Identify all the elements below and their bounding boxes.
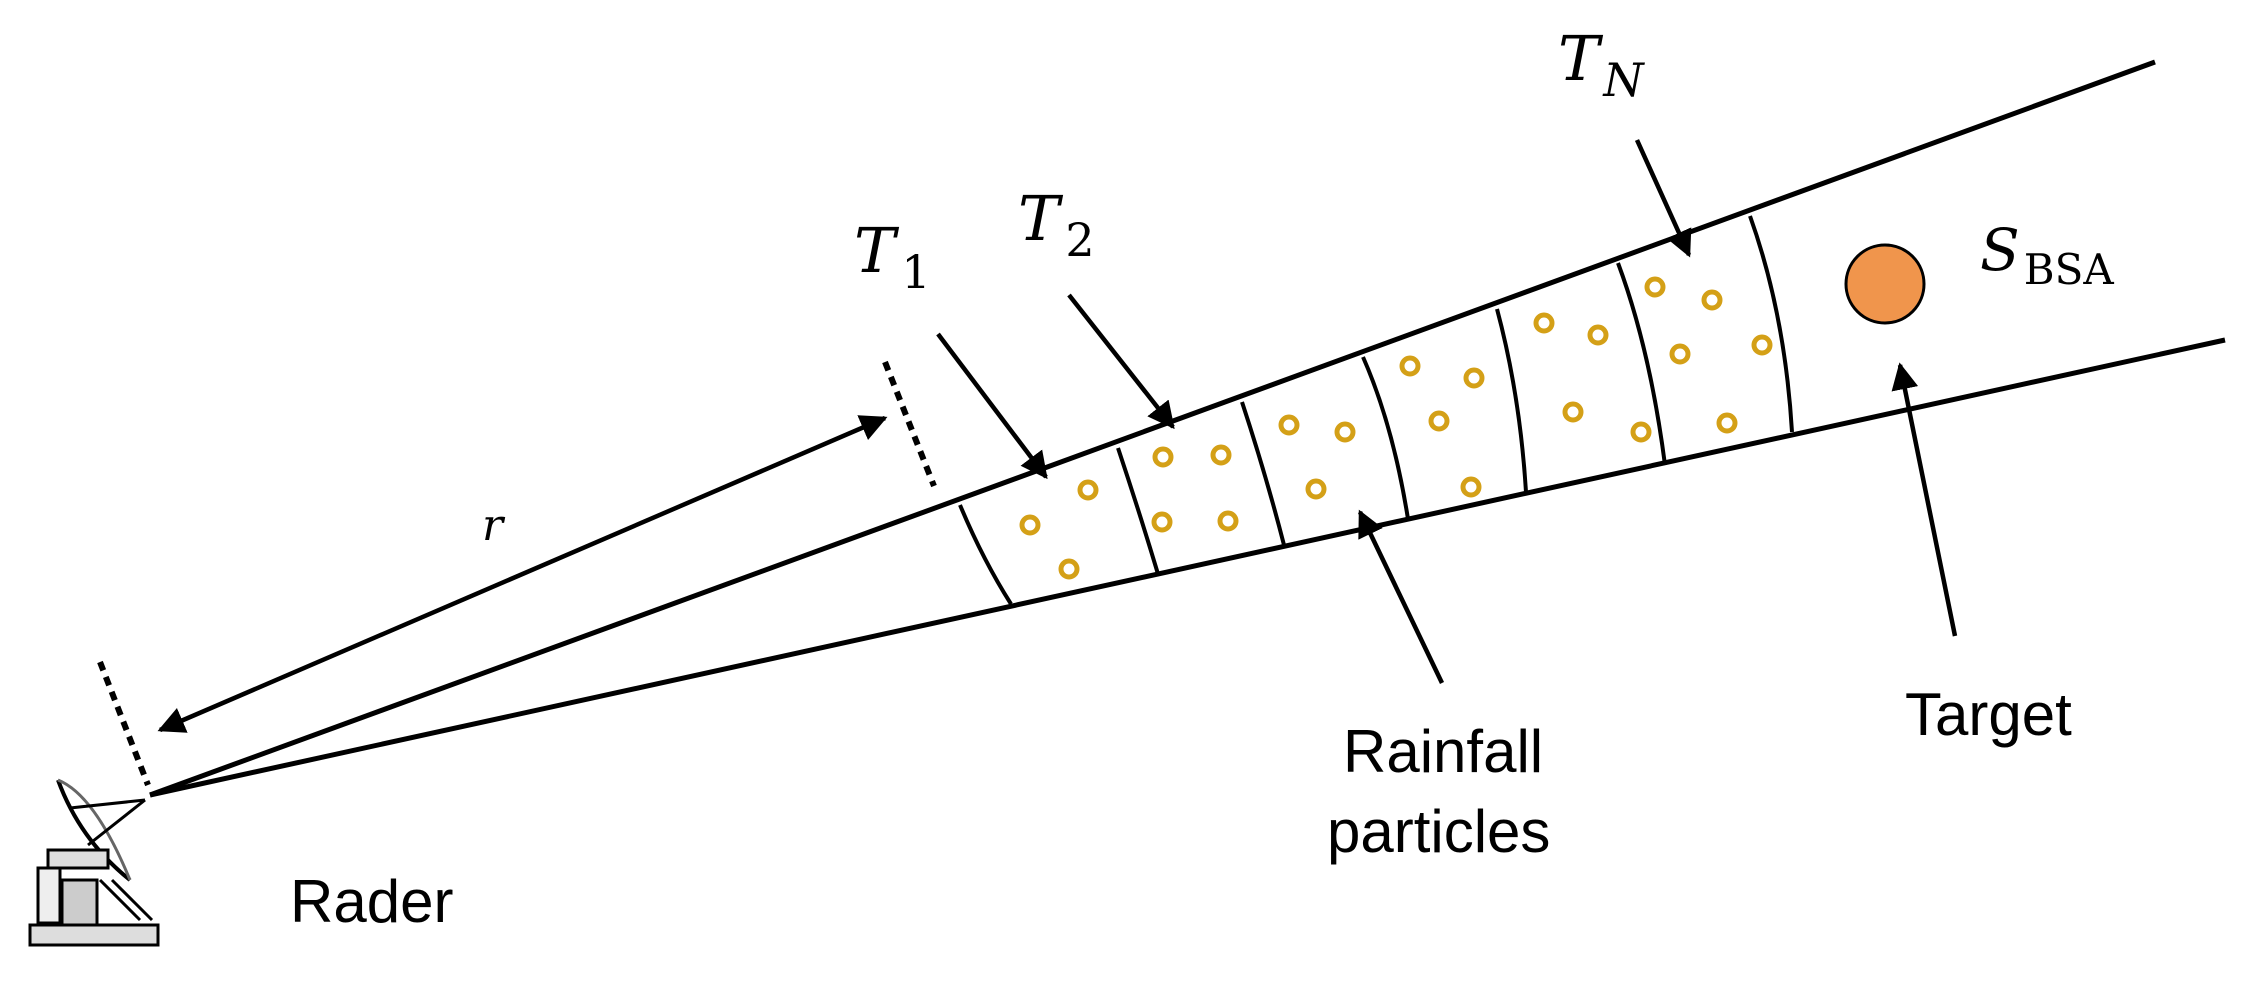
rainfall-particle xyxy=(1334,421,1356,443)
sbsa-label: SBSA xyxy=(1980,216,2114,294)
t1-symbol: T xyxy=(854,214,900,287)
range-cell-boundary xyxy=(1748,215,1794,433)
rainfall-particle xyxy=(1152,446,1174,468)
range-cell-boundary xyxy=(1616,262,1667,466)
range-label: r xyxy=(482,500,506,551)
rainfall-particle xyxy=(1019,514,1041,536)
t2-subscript: 2 xyxy=(1065,213,1094,267)
t1-subscript: 1 xyxy=(901,245,930,299)
rainfall-particles xyxy=(1019,276,1773,580)
rainfall-particle xyxy=(1533,312,1555,334)
rainfall-particle xyxy=(1751,334,1773,356)
rainfall-particle xyxy=(1151,511,1173,533)
rainfall-particle xyxy=(1399,355,1421,377)
rainfall-label-line1: Rainfall xyxy=(1343,718,1543,785)
rainfall-particle xyxy=(1587,324,1609,346)
t2-symbol: T xyxy=(1018,182,1064,255)
radar-dish-icon xyxy=(28,778,160,947)
rainfall-particle xyxy=(1716,412,1738,434)
range-tick-far xyxy=(882,360,937,488)
tn-subscript: N xyxy=(1602,53,1645,107)
rainfall-particle xyxy=(1058,558,1080,580)
range-cell-boundary xyxy=(1240,401,1286,546)
range-tick-near xyxy=(97,660,151,787)
t1-arrow xyxy=(936,332,1048,480)
t2-arrow xyxy=(1067,293,1175,430)
tn-symbol: T xyxy=(1558,22,1604,95)
range-cell-boundary xyxy=(1116,447,1160,575)
range-arrow xyxy=(157,415,888,733)
tn-label: TN xyxy=(1558,22,1645,107)
target-label: Target xyxy=(1905,681,2072,748)
rainfall-particle xyxy=(1630,421,1652,443)
rainfall-particle xyxy=(1460,476,1482,498)
rainfall-particle xyxy=(1217,510,1239,532)
rainfall-particle xyxy=(1278,414,1300,436)
range-cell-boundary xyxy=(958,504,1013,606)
range-cell-boundary xyxy=(1495,308,1528,493)
sbsa-symbol: S xyxy=(1980,216,2020,284)
rainfall-particle xyxy=(1644,276,1666,298)
tn-arrow xyxy=(1634,139,1692,258)
target-icon xyxy=(1844,243,1926,325)
rainfall-particle xyxy=(1428,410,1450,432)
rainfall-arrow xyxy=(1357,509,1445,684)
rainfall-particle xyxy=(1305,478,1327,500)
rainfall-particle xyxy=(1669,343,1691,365)
radar-label: Rader xyxy=(290,868,453,935)
rainfall-particle xyxy=(1077,479,1099,501)
range-cells xyxy=(958,215,1794,606)
rainfall-particle xyxy=(1562,401,1584,423)
rainfall-label-line2: particles xyxy=(1327,798,1550,865)
beam-upper-edge xyxy=(149,59,2156,798)
rainfall-particle xyxy=(1701,289,1723,311)
sbsa-subscript: BSA xyxy=(2024,245,2115,294)
rainfall-particle xyxy=(1210,444,1232,466)
target-arrow xyxy=(1891,362,1958,637)
range-cell-boundary xyxy=(1361,356,1410,520)
rainfall-particle xyxy=(1463,367,1485,389)
